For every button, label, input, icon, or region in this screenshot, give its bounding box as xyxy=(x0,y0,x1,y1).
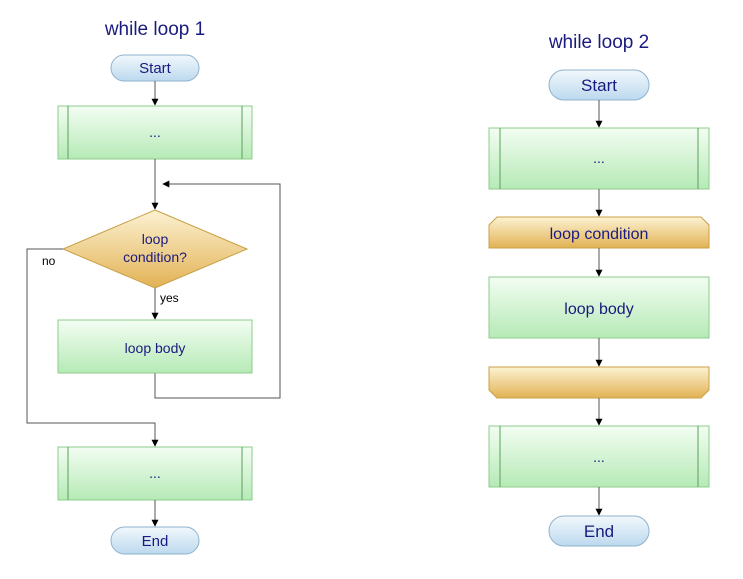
diagram2-process-after-label: ... xyxy=(593,449,605,465)
diagram2-end-label: End xyxy=(584,522,614,541)
diagram1-loop-body: loop body xyxy=(57,319,253,374)
diagram2-loop-body-label: loop body xyxy=(564,301,633,318)
diagram1-end-label: End xyxy=(142,533,169,550)
diagram1-loop-back-line xyxy=(154,180,281,399)
diagram2-loop-end xyxy=(488,366,710,399)
diagram1-condition-line2: condition? xyxy=(123,249,187,265)
diagram2-loop-body: loop body xyxy=(488,276,710,339)
diagram2-loop-start-label: loop condition xyxy=(550,226,649,243)
diagram1-condition-line1: loop xyxy=(142,231,169,247)
diagram2-start-label: Start xyxy=(581,76,617,95)
diagram-while-loop-2: while loop 2 Start ... loop condition lo… xyxy=(488,32,710,547)
diagram1-process-after-label: ... xyxy=(149,465,161,481)
diagram2-process-before-label: ... xyxy=(593,150,605,166)
diagram1-no-path xyxy=(26,248,159,447)
diagram1-yes-label: yes xyxy=(160,291,179,305)
diagram1-no-label: no xyxy=(42,254,56,268)
diagram1-title: while loop 1 xyxy=(104,19,205,40)
diagram2-loop-start: loop condition xyxy=(488,216,710,249)
diagram1-condition-decision: loop condition? xyxy=(61,209,249,289)
diagram2-process-before: ... xyxy=(488,127,710,190)
diagram1-process-before-label: ... xyxy=(149,124,161,140)
diagram1-start-terminal: Start xyxy=(110,54,200,82)
diagram2-title: while loop 2 xyxy=(548,32,649,53)
diagram2-start-terminal: Start xyxy=(548,69,650,101)
diagram1-process-after: ... xyxy=(57,446,253,501)
diagram2-end-terminal: End xyxy=(548,515,650,547)
diagram1-loop-body-label: loop body xyxy=(125,340,186,356)
diagram-while-loop-1: while loop 1 Start ... loop condition? y… xyxy=(26,19,281,555)
diagram1-process-before: ... xyxy=(57,105,253,160)
diagram1-start-label: Start xyxy=(139,60,172,77)
diagram2-process-after: ... xyxy=(488,425,710,488)
diagram1-end-terminal: End xyxy=(110,526,200,555)
